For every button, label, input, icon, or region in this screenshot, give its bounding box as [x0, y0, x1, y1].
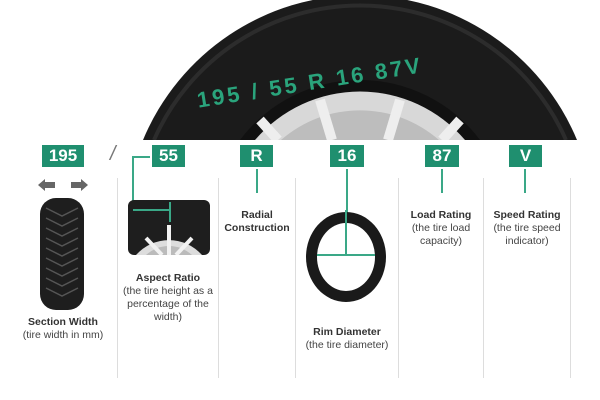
connector-line: [256, 169, 258, 193]
tire-sidewall-illustration: [143, 0, 577, 140]
width-arrows-icon: [38, 179, 88, 191]
connector-line: [441, 169, 443, 193]
connector-line: [132, 156, 134, 210]
label-section-width: Section Width(tire width in mm): [22, 316, 104, 341]
connector-line: [132, 156, 150, 158]
rim-diameter-tire-icon: [306, 210, 386, 302]
label-aspect-ratio: Aspect Ratio(the tire height as a percen…: [123, 272, 213, 323]
badge-section-width: 195: [42, 145, 84, 167]
divider: [398, 178, 399, 378]
badge-speed-rating: V: [509, 145, 542, 167]
divider: [483, 178, 484, 378]
divider: [117, 178, 118, 378]
divider: [295, 178, 296, 378]
badge-construction: R: [240, 145, 273, 167]
label-rim-diameter: Rim Diameter(the tire diameter): [305, 326, 389, 351]
badge-aspect-ratio: 55: [152, 145, 185, 167]
connector-line: [524, 169, 526, 193]
badge-rim-diameter: 16: [330, 145, 364, 167]
label-construction: Radial Construction: [224, 209, 290, 234]
slash-separator: /: [110, 143, 116, 165]
aspect-ratio-tire-icon: [128, 200, 210, 255]
divider: [570, 178, 571, 378]
divider: [218, 178, 219, 378]
label-load-rating: Load Rating(the tire load capacity): [410, 209, 472, 247]
label-speed-rating: Speed Rating(the tire speed indicator): [493, 209, 561, 247]
tire-tread-icon: [40, 198, 84, 310]
badge-load-rating: 87: [425, 145, 459, 167]
